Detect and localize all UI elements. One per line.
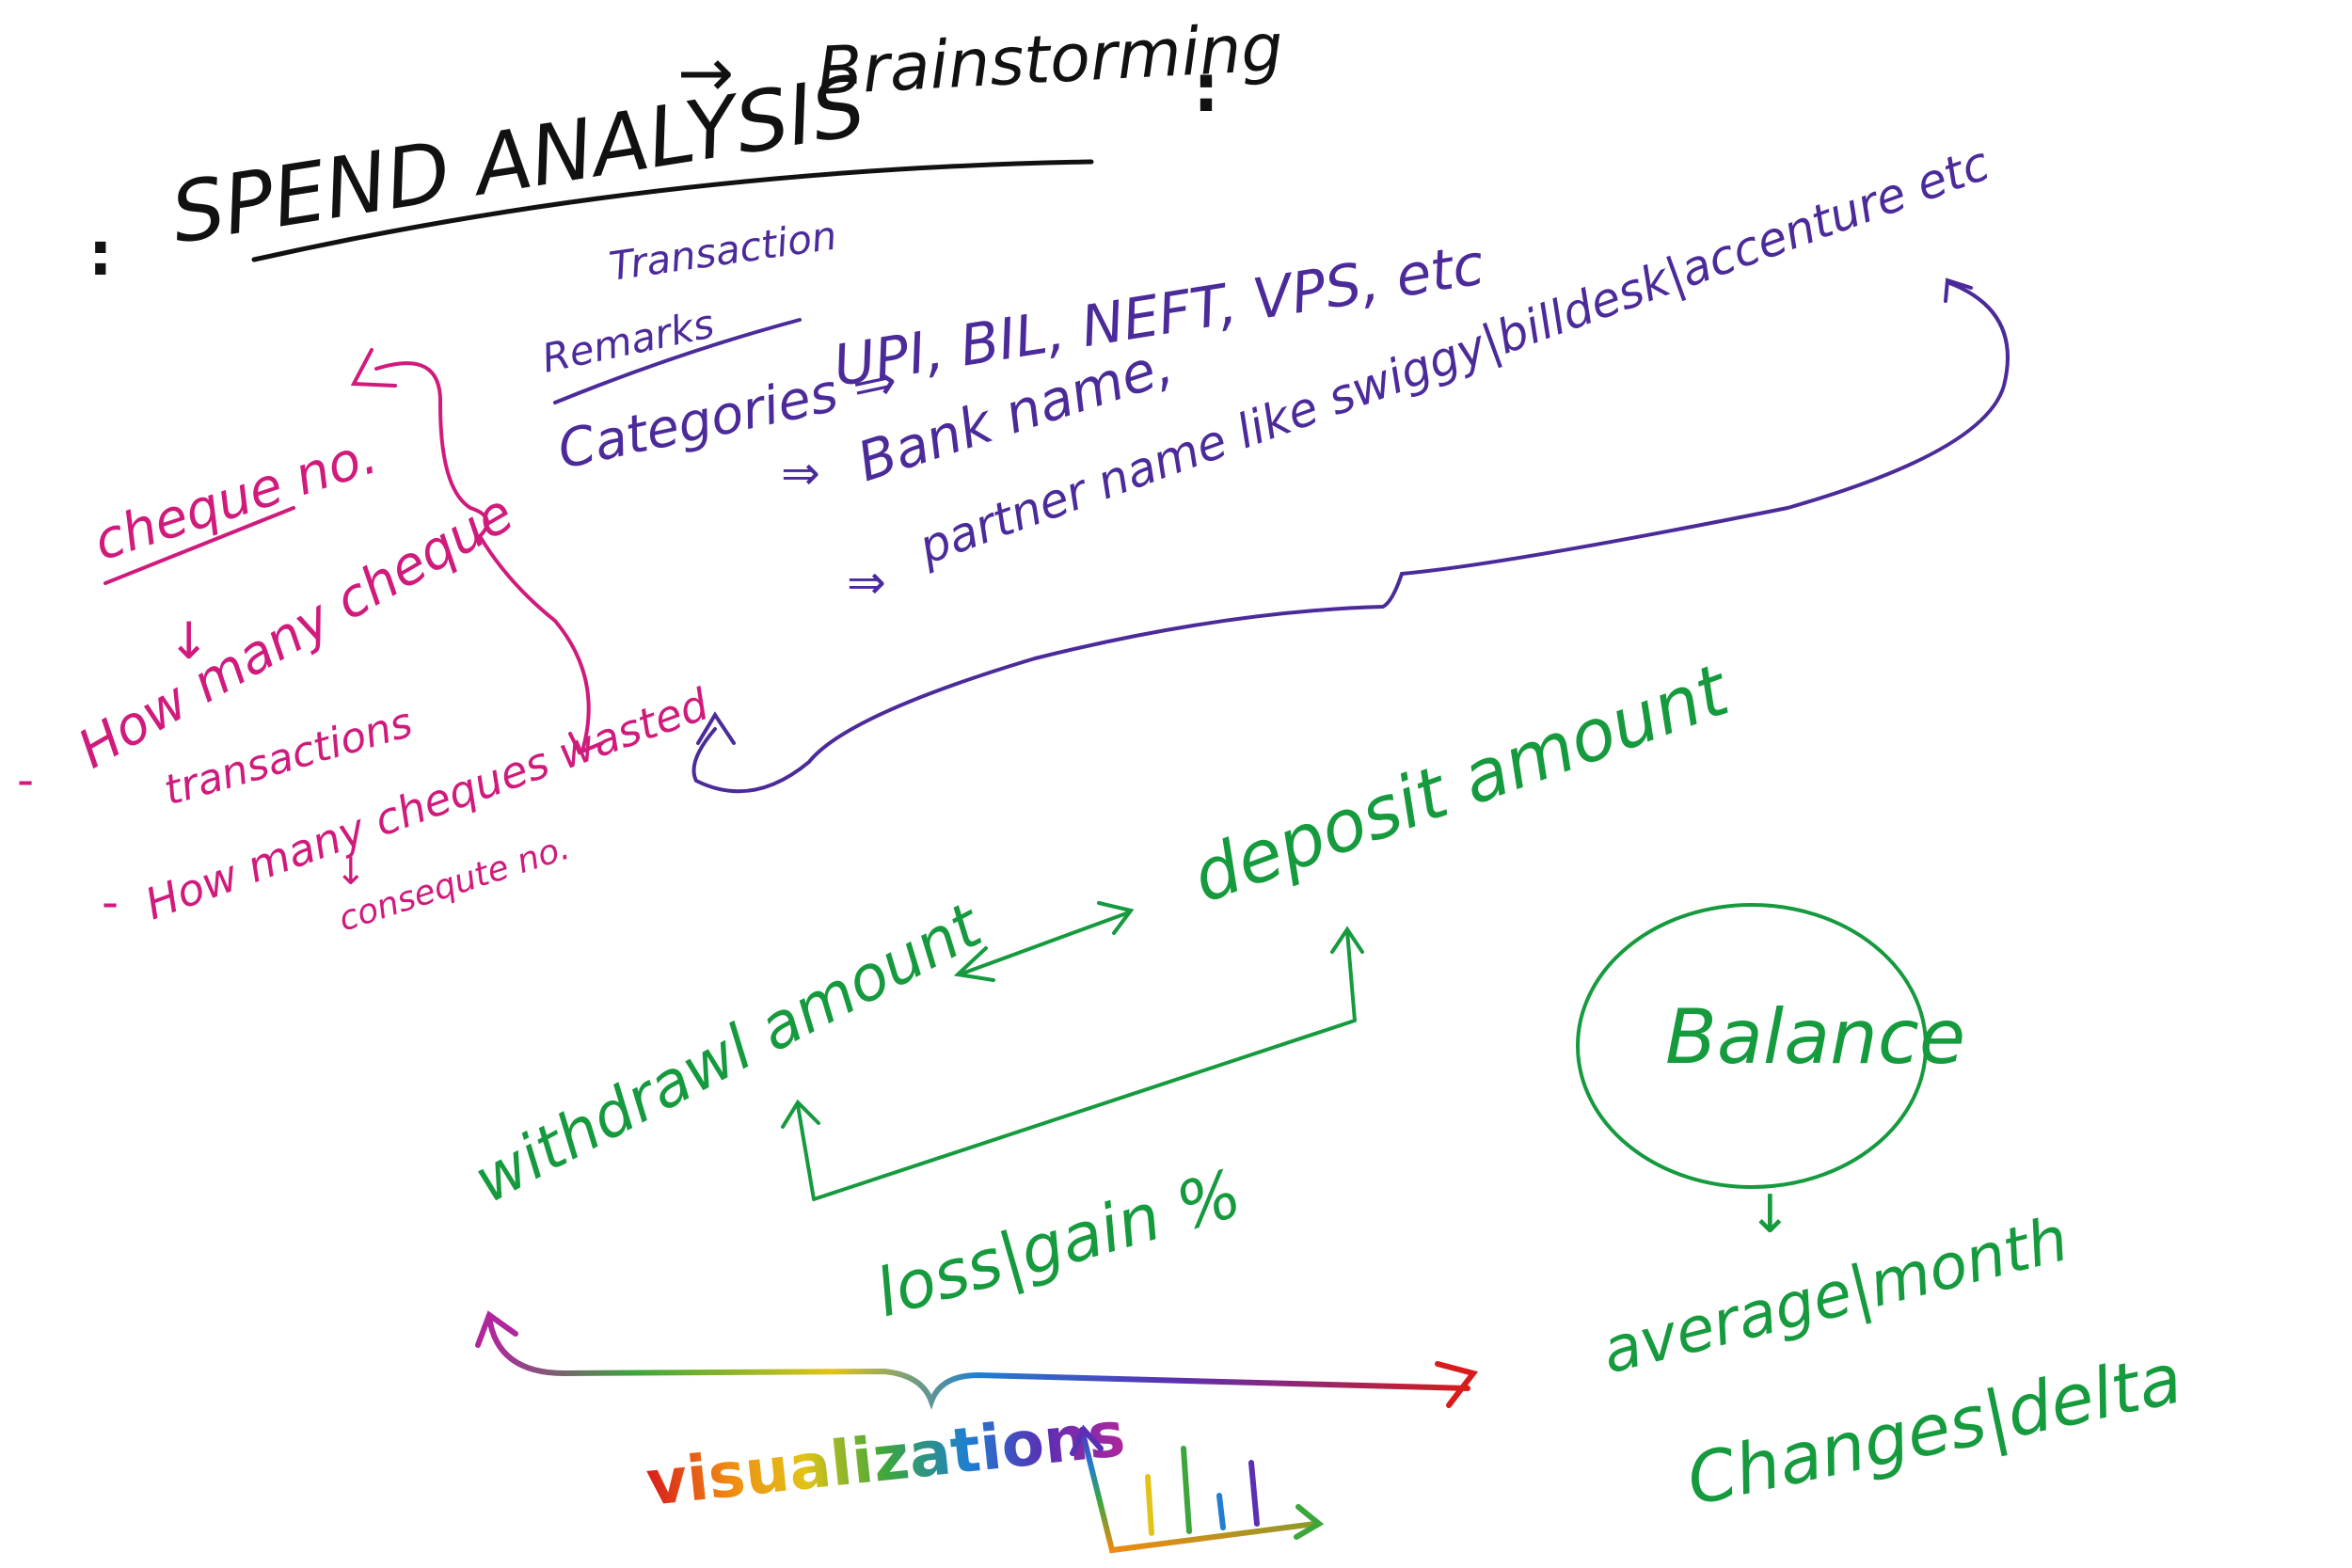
loss-gain-bracket [796, 929, 1357, 1201]
transaction-header-underline [553, 318, 802, 404]
balance-circle [1576, 903, 1928, 1189]
cheque-brace-arrowhead-bottom [568, 732, 604, 755]
cheque-item1-dash: - [17, 752, 34, 807]
withdrawal-deposit-double-arrow [958, 911, 1131, 976]
loss-gain-bracket-arrowhead-right [1330, 926, 1364, 954]
cheque-brace-arrow [374, 361, 591, 750]
cheque-down-arrow: ↓ [167, 611, 210, 671]
transaction-brace-arrowhead-left [696, 711, 736, 745]
title-arrow: → [677, 33, 734, 112]
title-colon-left: : [88, 220, 113, 290]
visualizations-section: visualizations [475, 1310, 1479, 1554]
visualizations-brace-arrow [486, 1314, 1470, 1410]
deposit-amount: deposit amount [1182, 647, 1741, 919]
cheque-item2-down-arrow: ↓ [335, 850, 367, 894]
bar-chart-icon [1070, 1424, 1325, 1554]
double-arrow-head-right [1097, 901, 1135, 935]
balance-section: Balance ↓ average|month Changes|delta [1576, 903, 2188, 1522]
balance-changes-delta: Changes|delta [1680, 1338, 2188, 1521]
transaction-brace-arrowhead-right [1944, 277, 1973, 303]
category-row3-prefix: ⇒ [847, 555, 886, 610]
loss-gain-bracket-arrowhead-left [781, 1099, 820, 1129]
balance-label: Balance [1665, 993, 1965, 1081]
visualizations-label: visualizations [644, 1398, 1129, 1520]
visualizations-brace-arrowhead-left [475, 1310, 518, 1348]
transaction-header-line2: Remarks [538, 300, 718, 381]
amounts-section: deposit amount withdrawl amount loss|gai… [462, 647, 1740, 1333]
visualizations-brace-arrowhead-right [1435, 1361, 1479, 1408]
transaction-header-line1: Transaction [607, 213, 840, 290]
transaction-brace-arrow [691, 280, 2010, 794]
cheque-item2-dash: - [102, 875, 119, 929]
balance-down-arrow: ↓ [1748, 1184, 1792, 1245]
category-row2-prefix: ⇒ [781, 446, 820, 500]
balance-average-month: average|month [1595, 1202, 2074, 1387]
cheque-title-underline [103, 506, 295, 585]
title-underline [251, 159, 1094, 262]
loss-gain-percent: loss|gain % [867, 1155, 1249, 1333]
transaction-section: Transaction Remarks Categories ⇒ UPI, BI… [538, 135, 2010, 794]
cheque-brace-arrowhead-top [350, 348, 397, 388]
cheque-title: cheque no. [87, 424, 384, 573]
double-arrow-head-left [953, 946, 995, 982]
title-colon-right: : [1193, 50, 1219, 127]
